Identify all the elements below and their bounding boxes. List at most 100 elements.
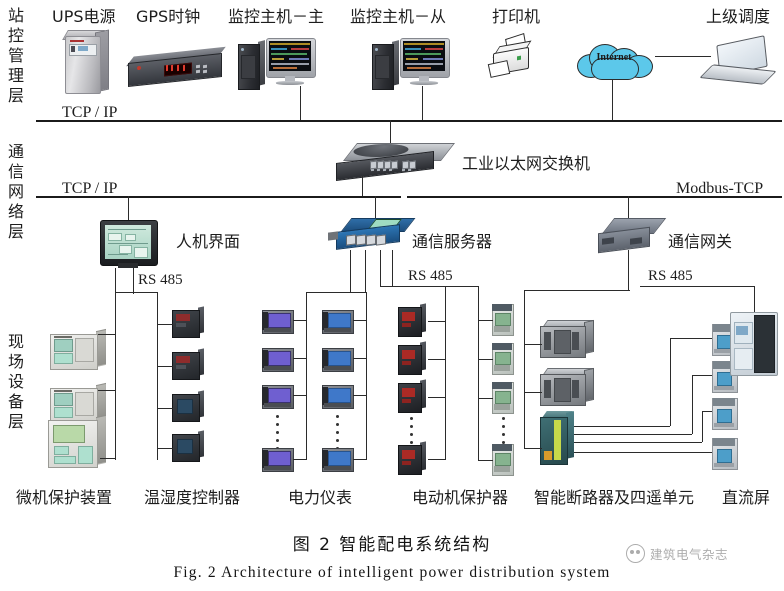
power-meter-1-3 bbox=[262, 385, 294, 409]
link-acb-1 bbox=[524, 344, 542, 345]
protection-relay-1 bbox=[50, 328, 108, 370]
link-internet-laptop bbox=[655, 56, 711, 57]
link-pm-2-1 bbox=[353, 320, 367, 321]
comm-server-icon bbox=[328, 218, 420, 252]
trunk-dc-panel bbox=[754, 286, 755, 316]
link-scada-slave-bus bbox=[422, 86, 423, 120]
breaker-bus-vertical bbox=[524, 290, 525, 448]
link-mp-2-4 bbox=[478, 460, 493, 461]
figure-caption-en: Fig. 2 Architecture of intelligent power… bbox=[173, 564, 611, 581]
trunk-gw-1 bbox=[628, 250, 629, 290]
link-relay-1 bbox=[98, 334, 116, 335]
desktop-computer-icon-master bbox=[238, 38, 318, 90]
laptop-icon bbox=[699, 35, 777, 86]
link-pm-2-3 bbox=[353, 395, 367, 396]
motor-protector-2-1 bbox=[492, 304, 514, 336]
mccb-4 bbox=[712, 438, 738, 470]
air-circuit-breaker-2 bbox=[540, 367, 596, 410]
layer-label-station-control: 站控管理层 bbox=[2, 6, 30, 106]
temp-humidity-controller-1 bbox=[172, 306, 206, 340]
trunk-cs-4 bbox=[392, 250, 393, 286]
link-pm-1-1 bbox=[293, 320, 307, 321]
power-meter-1-1 bbox=[262, 310, 294, 334]
motor-bus-col1 bbox=[445, 286, 446, 460]
ethernet-switch-icon bbox=[336, 143, 460, 182]
link-thc-4 bbox=[157, 448, 173, 449]
group-label-dc-panel: 直流屏 bbox=[722, 488, 771, 507]
wechat-logo-icon bbox=[626, 544, 645, 563]
layer-label-communication-network-text: 通信网络层 bbox=[7, 142, 24, 241]
link-bus-comm-server bbox=[375, 196, 376, 218]
device-label-comm-gateway: 通信网关 bbox=[668, 232, 733, 251]
link-four-remote-unit bbox=[524, 448, 542, 449]
temp-humidity-controller-3 bbox=[172, 390, 206, 424]
watermark: 建筑电气杂志 bbox=[626, 544, 728, 563]
link-pm-1-2 bbox=[293, 358, 307, 359]
fru-to-mccb-1 bbox=[670, 338, 712, 339]
link-thc-2 bbox=[157, 366, 173, 367]
device-label-gps-clock: GPS时钟 bbox=[136, 7, 201, 26]
device-label-printer: 打印机 bbox=[492, 7, 541, 26]
layer-label-communication-network: 通信网络层 bbox=[2, 142, 30, 242]
protection-relay-3 bbox=[48, 414, 110, 470]
bus-label-top: TCP / IP bbox=[62, 104, 118, 121]
power-meter-1-4 bbox=[262, 448, 294, 472]
link-pm-1-4 bbox=[293, 459, 307, 460]
link-label-rs485-hmi: RS 485 bbox=[138, 272, 183, 288]
motor-bus-col2 bbox=[478, 286, 479, 460]
link-mp-1-4 bbox=[428, 459, 446, 460]
link-label-rs485-comm-server: RS 485 bbox=[408, 268, 453, 284]
link-pm-2-4 bbox=[353, 459, 367, 460]
trunk-cs-h1 bbox=[306, 292, 366, 293]
layer-label-station-control-text: 站控管理层 bbox=[7, 6, 24, 105]
bus-mid-left bbox=[36, 196, 401, 198]
protection-relay-2 bbox=[50, 382, 108, 424]
temp-humidity-controller-2 bbox=[172, 348, 206, 382]
relay-bus-vertical bbox=[115, 292, 116, 460]
trunk-gw-h bbox=[524, 290, 630, 291]
link-mp-1-2 bbox=[428, 359, 446, 360]
hmi-to-bridge bbox=[133, 268, 134, 292]
motor-protector-2-2 bbox=[492, 343, 514, 375]
rack-clock-icon bbox=[126, 46, 228, 87]
watermark-text: 建筑电气杂志 bbox=[650, 547, 729, 562]
bus-top bbox=[36, 120, 782, 122]
trunk-cs-2 bbox=[365, 250, 366, 292]
link-thc-3 bbox=[157, 408, 173, 409]
air-circuit-breaker-1 bbox=[540, 319, 596, 362]
fru-to-mccb-3 bbox=[702, 411, 712, 412]
link-mp-2-3 bbox=[478, 398, 493, 399]
power-meter-2-3 bbox=[322, 385, 354, 409]
link-pm-2-2 bbox=[353, 358, 367, 359]
trunk-cs-1 bbox=[350, 250, 351, 292]
motor-protector-1-4 bbox=[398, 441, 428, 475]
layer-label-field-device: 现场设备层 bbox=[2, 332, 30, 432]
fru-step-2 bbox=[692, 375, 693, 434]
link-relay-3 bbox=[100, 458, 116, 459]
four-remote-unit-icon bbox=[540, 411, 578, 469]
fru-out-4 bbox=[574, 452, 712, 453]
fru-step-1 bbox=[670, 338, 671, 426]
cloud-icon: Internet bbox=[575, 36, 655, 84]
fru-out-3 bbox=[574, 442, 702, 443]
link-label-rs485-comm-gateway: RS 485 bbox=[648, 268, 693, 284]
link-acb-2 bbox=[524, 392, 542, 393]
power-meter-2-2 bbox=[322, 348, 354, 372]
layer-label-field-device-text: 现场设备层 bbox=[7, 332, 24, 431]
device-label-hmi: 人机界面 bbox=[176, 232, 241, 251]
mccb-2 bbox=[712, 361, 738, 393]
link-switch-bus-top bbox=[390, 120, 391, 146]
trunk-protection-relay bbox=[115, 268, 116, 294]
thc-bus-vertical bbox=[157, 292, 158, 460]
device-label-scada-master: 监控主机－主 bbox=[228, 7, 325, 26]
group-label-motor-protector: 电动机保护器 bbox=[412, 488, 509, 507]
trunk-cs-3 bbox=[380, 250, 381, 286]
fru-out-2 bbox=[574, 434, 692, 435]
link-mp-2-1 bbox=[478, 320, 493, 321]
device-label-comm-server: 通信服务器 bbox=[412, 232, 493, 251]
bus-mid-right bbox=[407, 196, 782, 198]
group-label-smart-breaker: 智能断路器及四遥单元 bbox=[534, 488, 695, 507]
device-label-ups: UPS电源 bbox=[52, 7, 116, 26]
motor-protector-1-3 bbox=[398, 379, 428, 413]
